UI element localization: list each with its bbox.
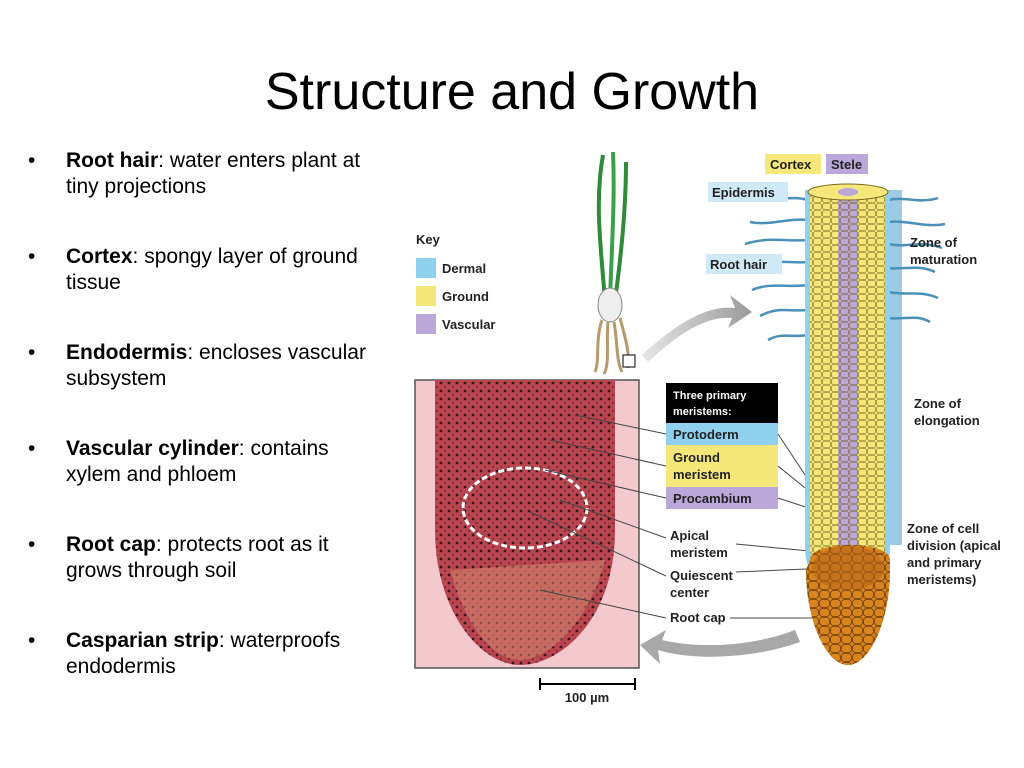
seedling-illustration — [593, 151, 636, 375]
root-hairs — [744, 196, 946, 342]
bullet-dot-icon: • — [28, 341, 36, 364]
key-swatch-ground — [416, 286, 436, 306]
bullet-dot-icon: • — [28, 437, 36, 460]
scale-label: 100 µm — [565, 690, 609, 705]
bullet-term: Vascular cylinder — [66, 437, 239, 460]
zone-division-line1: Zone of cell — [907, 521, 979, 536]
zone-elongation-line2: elongation — [914, 413, 980, 428]
bullet-list: • Root hair: water enters plant at tiny p… — [28, 148, 383, 724]
key-title: Key — [416, 232, 441, 247]
bullet-text: : water enters plant at tiny projections — [66, 149, 361, 198]
meristem-header-line2: meristems: — [673, 406, 732, 418]
bullet-item-vascular-cylinder: • Vascular cylinder: contains xylem and p… — [28, 436, 383, 488]
zone-indicator-bar — [888, 190, 902, 545]
label-stele: Stele — [831, 157, 862, 172]
label-apical-line2: meristem — [670, 545, 728, 560]
bullet-term: Endodermis — [66, 341, 188, 364]
bullet-text: : protects root as it grows through soil — [66, 533, 329, 582]
bullet-text: : spongy layer of ground tissue — [66, 245, 358, 294]
zone-division-line4: meristems) — [907, 572, 976, 587]
meristem-ground-line1: Ground — [673, 450, 720, 465]
meristem-procambium: Procambium — [673, 491, 752, 506]
bullet-dot-icon: • — [28, 245, 36, 268]
zone-division-line2: division (apical — [907, 538, 1001, 553]
bullet-item-root-hair: • Root hair: water enters plant at tiny p… — [28, 148, 383, 200]
bullet-item-root-cap: • Root cap: protects root as it grows thr… — [28, 532, 383, 584]
label-apical-line1: Apical — [670, 528, 709, 543]
label-root-hair-box — [706, 254, 782, 274]
bullet-dot-icon: • — [28, 149, 36, 172]
scale-bar: 100 µm — [539, 678, 636, 705]
zone-maturation-line1: Zone of — [910, 235, 958, 250]
meristem-protoderm: Protoderm — [673, 427, 739, 442]
key-swatch-vascular — [416, 314, 436, 334]
zoom-arrow-upper-icon — [642, 295, 752, 362]
bullet-term: Root cap — [66, 533, 156, 556]
bullet-term: Cortex — [66, 245, 133, 268]
root-tip-micrograph — [414, 379, 640, 669]
label-quiescent-line2: center — [670, 585, 709, 600]
label-quiescent-line1: Quiescent — [670, 568, 734, 583]
root-longitudinal-section — [805, 183, 890, 665]
label-epidermis-box — [708, 182, 788, 202]
root-structure-diagram: Key Dermal Ground Vascular 100 µm Three … — [414, 151, 1001, 705]
bullet-text: : waterproofs endodermis — [66, 629, 341, 678]
bullet-dot-icon: • — [28, 629, 36, 652]
meristem-legend: Three primary meristems: Protoderm Groun… — [666, 383, 778, 509]
bullet-dot-icon: • — [28, 533, 36, 556]
label-stele-box — [826, 154, 868, 174]
zone-division-line3: and primary — [907, 555, 982, 570]
meristem-ground-line2: meristem — [673, 467, 731, 482]
color-key: Key Dermal Ground Vascular — [416, 232, 496, 334]
bullet-item-endodermis: • Endodermis: encloses vascular subsystem — [28, 340, 383, 392]
bullet-text: : encloses vascular subsystem — [66, 341, 366, 390]
label-root-hair: Root hair — [710, 257, 767, 272]
bullet-term: Root hair — [66, 149, 159, 172]
label-epidermis: Epidermis — [712, 185, 775, 200]
zone-elongation-line1: Zone of — [914, 396, 962, 411]
bullet-item-cortex: • Cortex: spongy layer of ground tissue — [28, 244, 383, 296]
key-label-ground: Ground — [442, 289, 489, 304]
label-cortex: Cortex — [770, 157, 812, 172]
key-label-dermal: Dermal — [442, 261, 486, 276]
slide-title: Structure and Growth — [264, 63, 760, 121]
zoom-arrow-lower-icon — [640, 630, 800, 664]
label-cortex-box — [765, 154, 821, 174]
bullet-text: : contains xylem and phloem — [66, 437, 329, 486]
key-swatch-dermal — [416, 258, 436, 278]
zone-maturation-line2: maturation — [910, 252, 977, 267]
label-root-cap: Root cap — [670, 610, 726, 625]
bullet-term: Casparian strip — [66, 629, 219, 652]
key-label-vascular: Vascular — [442, 317, 496, 332]
bullet-item-casparian-strip: • Casparian strip: waterproofs endodermis — [28, 628, 383, 680]
meristem-header-line1: Three primary — [673, 390, 747, 402]
